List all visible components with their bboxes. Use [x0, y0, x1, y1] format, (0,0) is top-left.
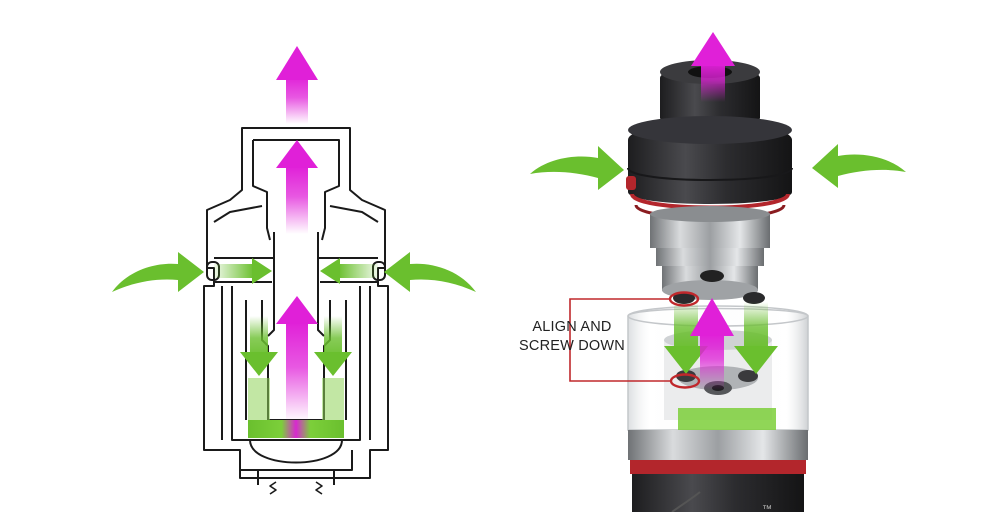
brand-trademark: ™	[762, 504, 772, 512]
green-down-arrows-right	[664, 302, 778, 430]
green-airflow-arrow-left-outer	[112, 252, 204, 292]
callout-line-2: SCREW DOWN	[519, 338, 625, 354]
magenta-vapor-arrows-left	[276, 46, 318, 422]
coil-chamber-airflow	[248, 420, 344, 438]
green-airflow-arrow-right-render-right	[812, 144, 906, 188]
green-airflow-arrow-right-outer	[384, 252, 476, 292]
green-inward-arrows-left	[214, 258, 378, 284]
align-callout-text: ALIGN AND SCREW DOWN	[512, 318, 632, 356]
tank-render	[626, 60, 809, 512]
green-down-arrows-left	[240, 316, 352, 420]
align-callout-bracket	[569, 291, 701, 389]
magenta-vapor-arrows-right	[690, 32, 735, 390]
callout-line-1: ALIGN AND	[532, 319, 612, 335]
green-airflow-arrow-right-render-left	[530, 146, 624, 190]
